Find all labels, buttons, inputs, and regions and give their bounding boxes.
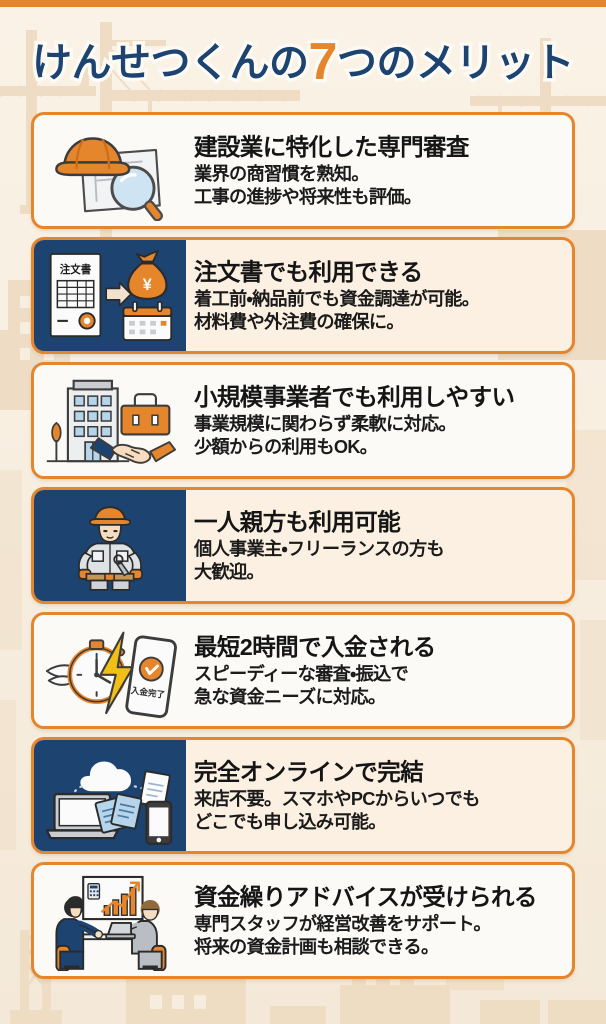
card-desc-2: 着工前・納品前でも資金調達が可能。 材料費や外注費の確保に。 [194,288,562,335]
icon-pane-7 [34,865,186,976]
construction-worker-icon [77,505,143,591]
hardhat-blueprint-magnifier-icon [55,136,164,221]
benefit-card-4[interactable]: 一人親方も利用可能 個人事業主・フリーランスの方も 大歓迎。 [31,487,575,604]
card-desc-5-line2: 急な資金ニーズに対応。 [194,687,386,708]
laptop-cloud-documents-phone-icon [45,759,173,845]
card-title-1: 建設業に特化した専門審査 [194,133,469,160]
title-number-seven: 7 [305,32,341,91]
benefit-card-6[interactable]: 完全オンラインで完結 来店不要。スマホやPCからいつでも どこでも申し込み可能。 [31,737,575,854]
winged-stopwatch-lightning-phone-icon: 入金完了 [45,631,177,718]
card-title-2: 注文書でも利用できる [194,258,423,285]
card-desc-5-line1: スピーディーな審査・振込で [194,663,409,684]
benefit-card-2[interactable]: 注文書 ¥ [31,237,575,354]
card-desc-3-line2: 少額からの利用もOK。 [194,437,378,458]
card-title-4: 一人親方も利用可能 [194,508,401,535]
icon-pane-1 [34,115,186,226]
benefit-card-list: 建設業に特化した専門審査 業界の商習慣を熟知。 工事の進捗や将来性も評価。 注文… [0,112,606,979]
card-desc-4-line1: 個人事業主・フリーランスの方も [194,538,445,559]
page-header: けんせつくんの7つのメリット [0,7,606,110]
page-title: けんせつくんの7つのメリット [29,30,578,91]
card-desc-1-line1: 業界の商習慣を熟知。 [194,163,370,184]
top-accent-bar [0,0,606,7]
building-briefcase-handshake-icon [46,379,177,464]
card-desc-7-line2: 将来の資金計画も相談できる。 [194,937,439,958]
card-desc-5: スピーディーな審査・振込で 急な資金ニーズに対応。 [194,663,562,710]
card-desc-1-line2: 工事の進捗や将来性も評価。 [194,187,422,208]
card-desc-1: 業界の商習慣を熟知。 工事の進捗や将来性も評価。 [194,163,562,210]
order-form-label: 注文書 [60,263,92,276]
title-text-part1: けんせつくんの [29,37,313,88]
card-desc-4-line2: 大歓迎。 [194,562,265,583]
card-title-3: 小規模事業者でも利用しやすい [194,383,515,410]
benefit-card-5[interactable]: 入金完了 最短2時間で入金される スピーディーな審査・振込で 急な資金ニーズに対… [31,612,575,729]
order-form-moneybag-calendar-icon: 注文書 ¥ [49,249,173,341]
icon-pane-2: 注文書 ¥ [34,240,186,351]
consultation-meeting-chart-icon [55,875,167,971]
card-desc-6-line2: どこでも申し込み可能。 [194,812,387,833]
card-title-5: 最短2時間で入金される [194,633,436,660]
card-desc-6: 来店不要。スマホやPCからいつでも どこでも申し込み可能。 [194,788,562,835]
icon-pane-4 [34,490,186,601]
benefit-card-3[interactable]: 小規模事業者でも利用しやすい 事業規模に関わらず柔軟に対応。 少額からの利用もO… [31,362,575,479]
text-pane-5: 最短2時間で入金される スピーディーな審査・振込で 急な資金ニーズに対応。 [186,615,572,726]
card-desc-2-line1: 着工前・納品前でも資金調達が可能。 [194,288,480,309]
benefit-card-1[interactable]: 建設業に特化した専門審査 業界の商習慣を熟知。 工事の進捗や将来性も評価。 [31,112,575,229]
card-desc-7-line1: 専門スタッフが経営改善をサポート。 [194,913,492,934]
icon-pane-3 [34,365,186,476]
icon-pane-6 [34,740,186,851]
text-pane-3: 小規模事業者でも利用しやすい 事業規模に関わらず柔軟に対応。 少額からの利用もO… [186,365,572,476]
icon-pane-5: 入金完了 [34,615,186,726]
card-title-7: 資金繰りアドバイスが受けられる [194,883,537,910]
card-desc-3: 事業規模に関わらず柔軟に対応。 少額からの利用もOK。 [194,413,562,460]
text-pane-7: 資金繰りアドバイスが受けられる 専門スタッフが経営改善をサポート。 将来の資金計… [186,865,572,976]
svg-text:¥: ¥ [143,276,152,294]
card-desc-2-line2: 材料費や外注費の確保に。 [194,312,405,333]
text-pane-2: 注文書でも利用できる 着工前・納品前でも資金調達が可能。 材料費や外注費の確保に… [186,240,572,351]
title-text-part2: つのメリット [333,37,578,88]
card-desc-3-line1: 事業規模に関わらず柔軟に対応。 [194,413,457,434]
card-desc-6-line1: 来店不要。スマホやPCからいつでも [194,788,480,809]
text-pane-6: 完全オンラインで完結 来店不要。スマホやPCからいつでも どこでも申し込み可能。 [186,740,572,851]
text-pane-4: 一人親方も利用可能 個人事業主・フリーランスの方も 大歓迎。 [186,490,572,601]
card-title-6: 完全オンラインで完結 [194,758,424,785]
card-desc-4: 個人事業主・フリーランスの方も 大歓迎。 [194,538,562,585]
text-pane-1: 建設業に特化した専門審査 業界の商習慣を熟知。 工事の進捗や将来性も評価。 [186,115,572,226]
card-desc-7: 専門スタッフが経営改善をサポート。 将来の資金計画も相談できる。 [194,913,562,960]
benefit-card-7[interactable]: 資金繰りアドバイスが受けられる 専門スタッフが経営改善をサポート。 将来の資金計… [31,862,575,979]
